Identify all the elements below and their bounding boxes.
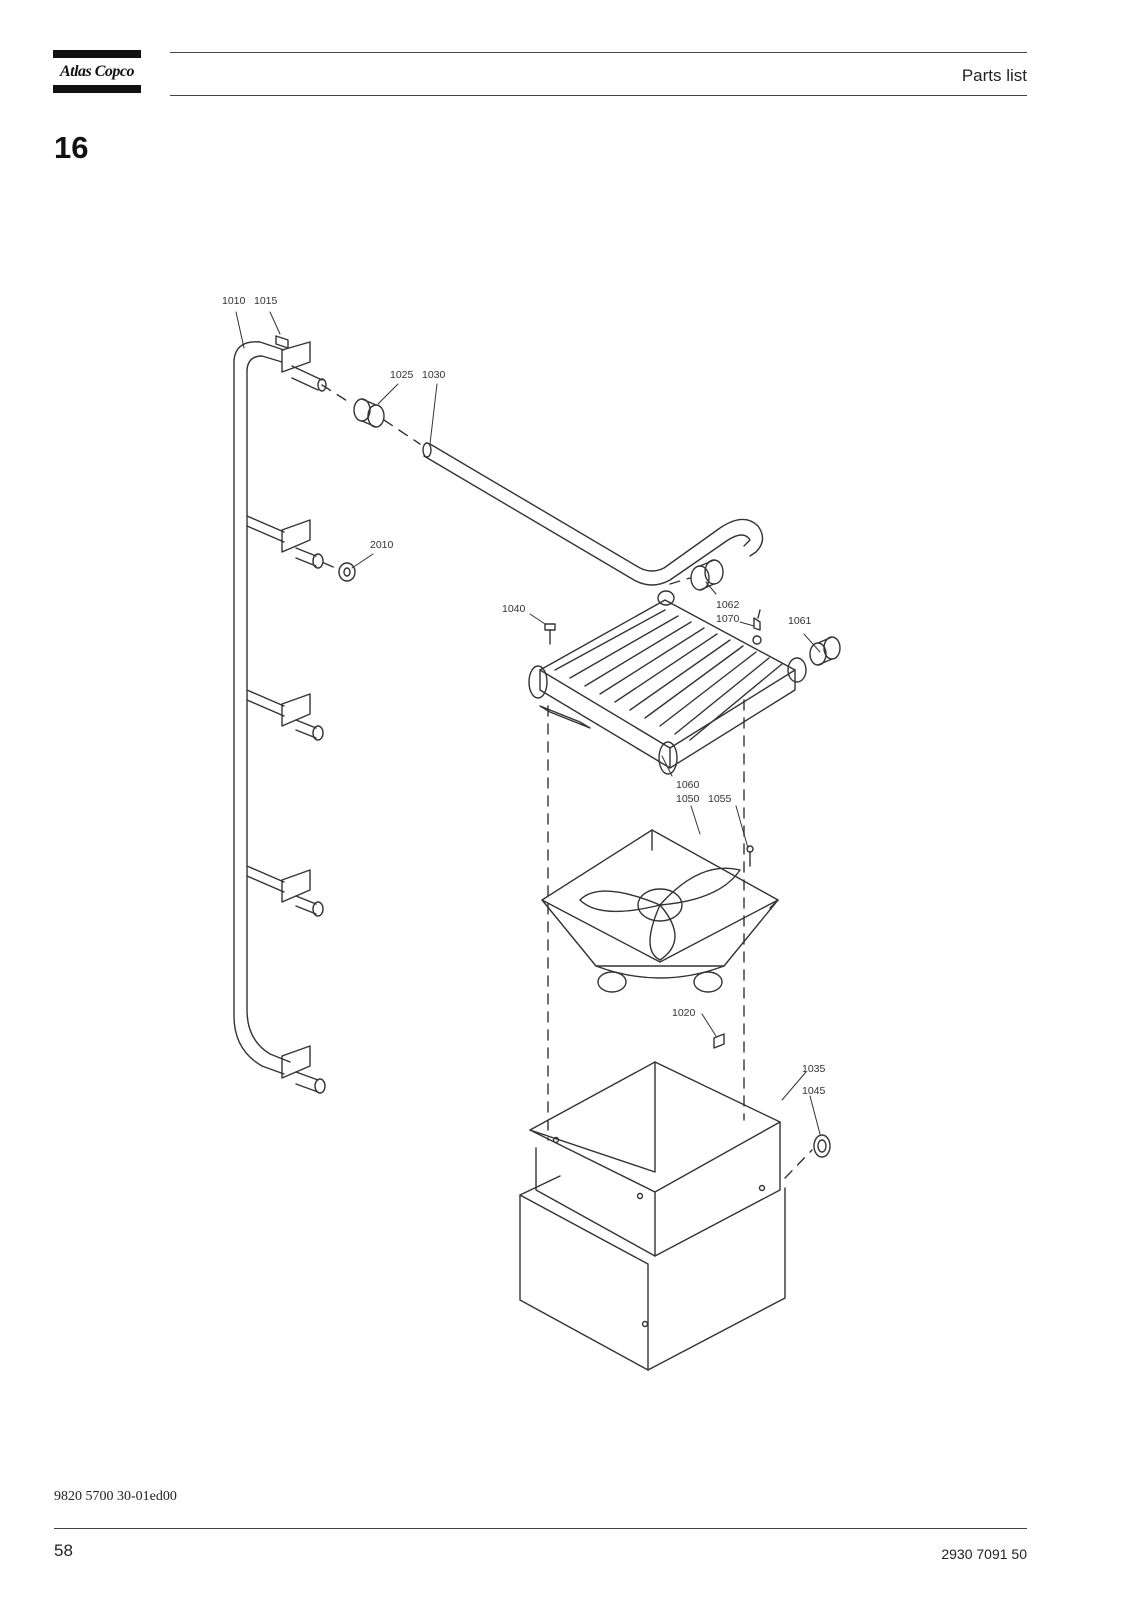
manifold-branch-top bbox=[281, 341, 327, 392]
grommet-1045 bbox=[813, 1134, 831, 1158]
screw-1055 bbox=[746, 845, 754, 867]
nut-2010 bbox=[338, 562, 356, 582]
callout-1020: 1020 bbox=[672, 1007, 696, 1019]
callout-1010: 1010 bbox=[222, 295, 246, 307]
manifold-branch-4 bbox=[246, 865, 324, 917]
callout-1060: 1060 bbox=[676, 779, 700, 791]
callout-1040: 1040 bbox=[502, 603, 526, 615]
callout-1030: 1030 bbox=[422, 369, 446, 381]
header-rule-top bbox=[170, 52, 1027, 53]
manifold-branch-2 bbox=[246, 515, 324, 569]
header-rule-bottom bbox=[170, 95, 1027, 96]
section-number: 16 bbox=[54, 130, 89, 165]
callout-1070: 1070 bbox=[716, 613, 740, 625]
bolt-1070 bbox=[752, 617, 762, 645]
manifold-branch-bottom bbox=[281, 1045, 326, 1094]
fitting-1062 bbox=[690, 559, 724, 591]
logo-wordmark: Atlas Copco bbox=[59, 63, 135, 80]
pipe-1030 bbox=[422, 442, 764, 586]
callout-2010: 2010 bbox=[370, 539, 394, 551]
leader-lines bbox=[235, 311, 821, 1135]
callout-1050: 1050 bbox=[676, 793, 700, 805]
callout-1025: 1025 bbox=[390, 369, 414, 381]
clip-nut-1020 bbox=[713, 1033, 725, 1049]
fan-1050 bbox=[541, 829, 779, 993]
manifold-branch-3 bbox=[246, 689, 324, 741]
part-code: 2930 7091 50 bbox=[941, 1546, 1027, 1562]
callout-1055: 1055 bbox=[708, 793, 732, 805]
fitting-1061 bbox=[809, 636, 841, 666]
housing-1035 bbox=[519, 1061, 786, 1371]
bolt-1040 bbox=[544, 623, 556, 645]
atlas-copco-logo: Atlas Copco bbox=[53, 50, 141, 94]
document-code: 9820 5700 30-01ed00 bbox=[54, 1489, 177, 1504]
fitting-1015 bbox=[275, 335, 289, 349]
header-title: Parts list bbox=[961, 66, 1027, 85]
logo-bar-top bbox=[53, 50, 141, 58]
assembly-lines bbox=[321, 384, 813, 1179]
logo-bar-bottom bbox=[53, 85, 141, 93]
callout-1062: 1062 bbox=[716, 599, 740, 611]
callout-1035: 1035 bbox=[802, 1063, 826, 1075]
fitting-1025 bbox=[353, 398, 385, 428]
callout-1045: 1045 bbox=[802, 1085, 826, 1097]
footer-rule bbox=[54, 1528, 1027, 1529]
callout-1061: 1061 bbox=[788, 615, 812, 627]
page-number: 58 bbox=[54, 1541, 73, 1560]
callout-1015: 1015 bbox=[254, 295, 278, 307]
cooler-1060 bbox=[528, 590, 807, 775]
